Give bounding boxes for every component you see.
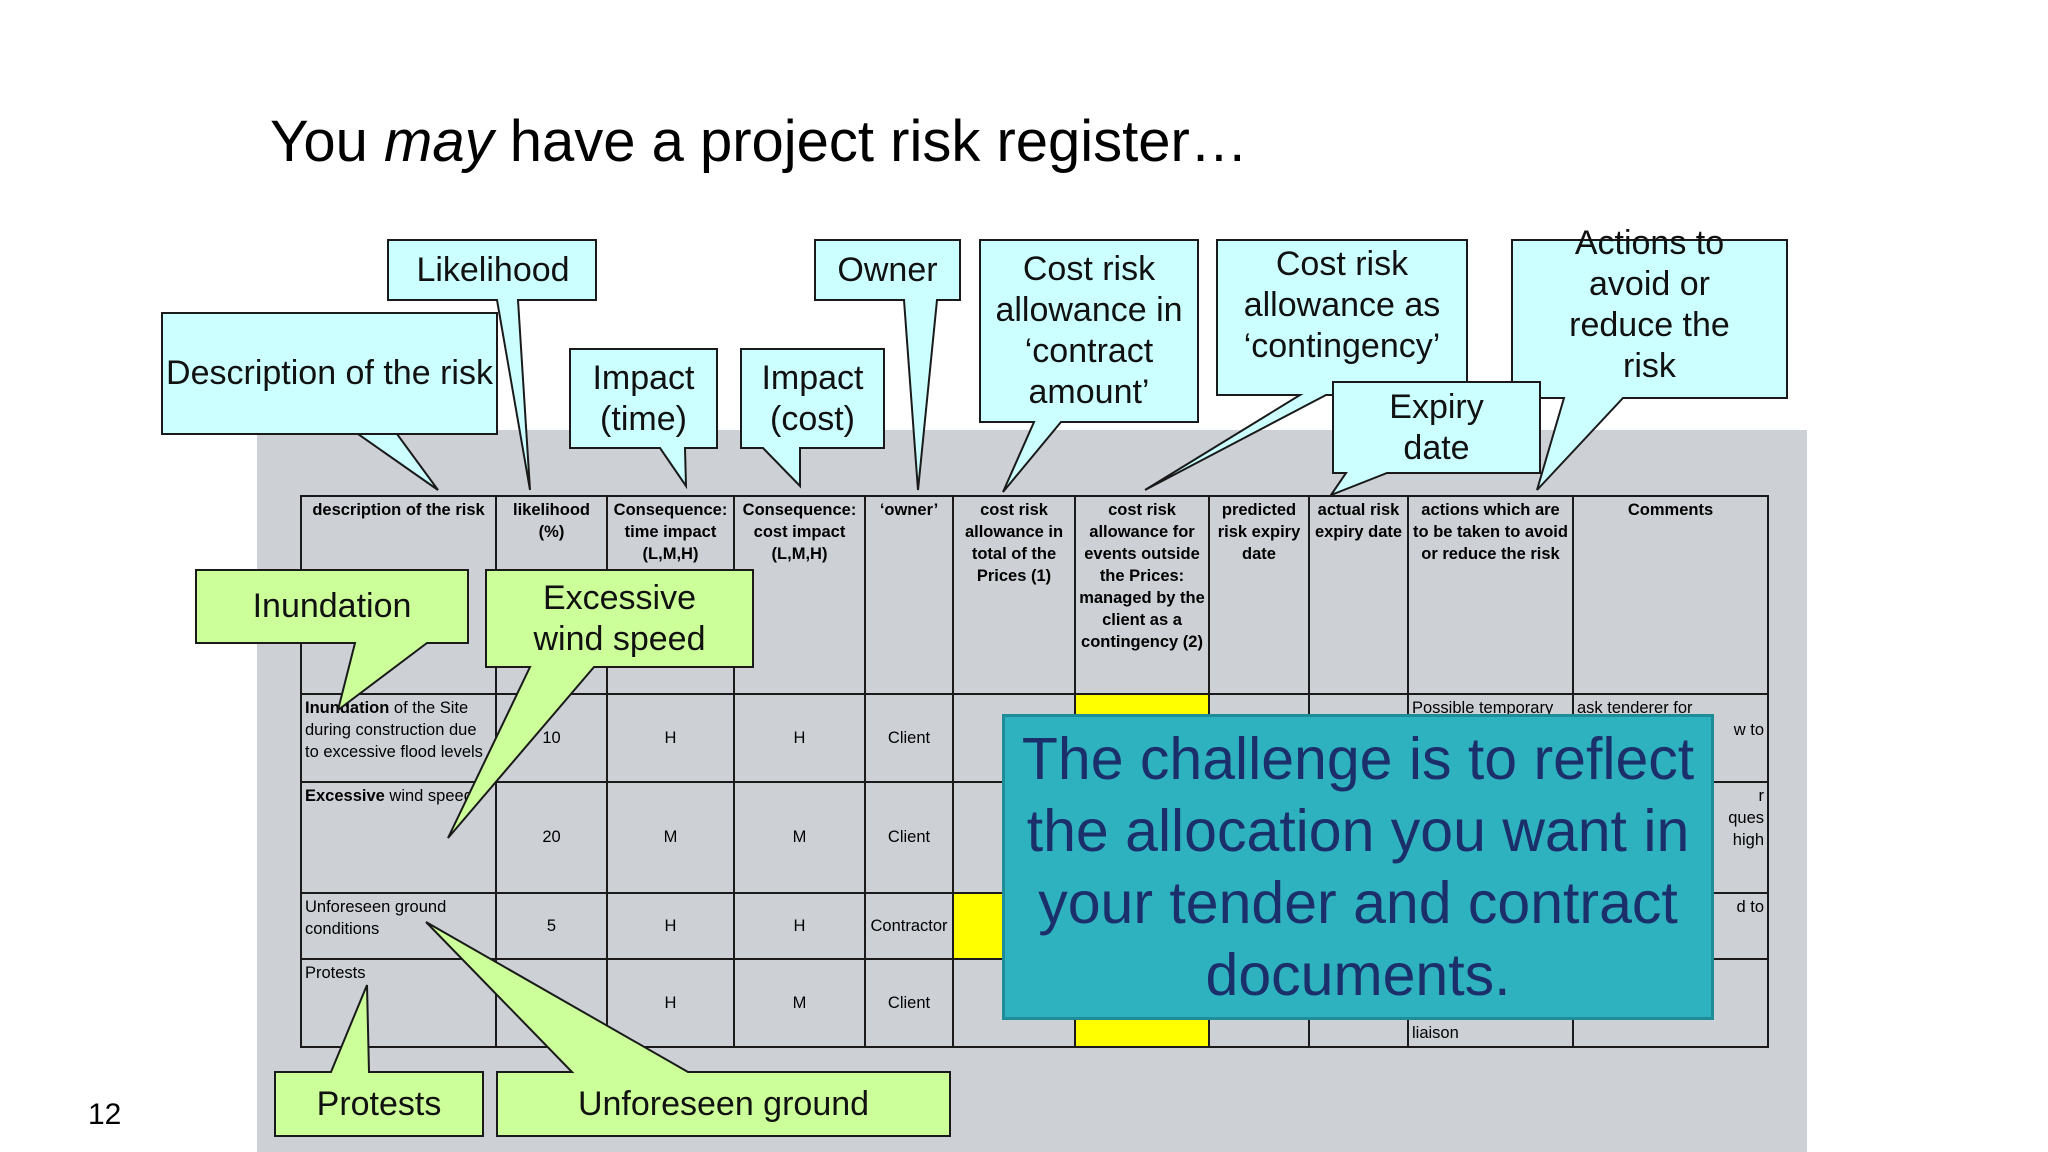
callout-likelihood-label: Likelihood (416, 251, 570, 289)
callout-impact-cost-label: Impact (cost) (761, 358, 864, 438)
owner-cell: Client (864, 781, 954, 894)
header-cost-allowance-prices: cost risk allowance in total of the Pric… (952, 495, 1076, 695)
owner-cell: Client (864, 693, 954, 783)
callout-actions-label: Actions to avoid or reduce the risk (1569, 224, 1730, 385)
challenge-overlay-box: The challenge is to reflect the allocati… (1002, 714, 1714, 1020)
callout-protests-label: Protests (316, 1084, 442, 1123)
slide-title: You may have a project risk register… (270, 109, 1248, 174)
callout-ground-label: Unforeseen ground (577, 1084, 870, 1123)
callout-expiry-label: Expiry date (1389, 387, 1484, 467)
header-cost-impact: Consequence: cost impact (L,M,H) (733, 495, 866, 695)
time-impact-cell: H (606, 693, 735, 783)
likelihood-cell: 5 (495, 892, 608, 960)
header-actions: actions which are to be taken to avoid o… (1407, 495, 1574, 695)
cost-impact-cell: M (733, 958, 866, 1048)
risk-description: Unforeseen ground conditions (300, 892, 497, 960)
likelihood-cell: 5 (495, 958, 608, 1048)
risk-description: Inundation of the Site during constructi… (300, 693, 497, 783)
challenge-overlay-text: The challenge is to reflect the allocati… (1021, 726, 1695, 1008)
owner-cell: Contractor (864, 892, 954, 960)
callout-cost-contingency-label: Cost risk allowance as ‘contingency’ (1243, 244, 1441, 365)
callout-description-label: Description of the risk (166, 353, 493, 392)
risk-description: Protests (300, 958, 497, 1048)
time-impact-cell: H (606, 958, 735, 1048)
header-comments: Comments (1572, 495, 1769, 695)
cost-impact-cell: M (733, 781, 866, 894)
header-cost-allowance-contingency: cost risk allowance for events outside t… (1074, 495, 1210, 695)
time-impact-cell: H (606, 892, 735, 960)
callout-inundation-label: Inundation (252, 587, 412, 625)
likelihood-cell: 10 (495, 693, 608, 783)
callout-cost-contract-label: Cost risk allowance in ‘contract amount’ (995, 250, 1183, 411)
time-impact-cell: M (606, 781, 735, 894)
callout-impact-time-label: Impact (time) (592, 358, 695, 438)
callout-owner-label: Owner (837, 251, 938, 289)
cost-impact-cell: H (733, 892, 866, 960)
header-owner: ‘owner’ (864, 495, 954, 695)
risk-description: Excessive wind speeds (300, 781, 497, 894)
page-number: 12 (88, 1098, 122, 1131)
likelihood-cell: 20 (495, 781, 608, 894)
callout-wind-label: Excessive wind speed (533, 578, 706, 658)
cost-impact-cell: H (733, 693, 866, 783)
header-predicted-expiry: predicted risk expiry date (1208, 495, 1310, 695)
owner-cell: Client (864, 958, 954, 1048)
header-actual-expiry: actual risk expiry date (1308, 495, 1409, 695)
